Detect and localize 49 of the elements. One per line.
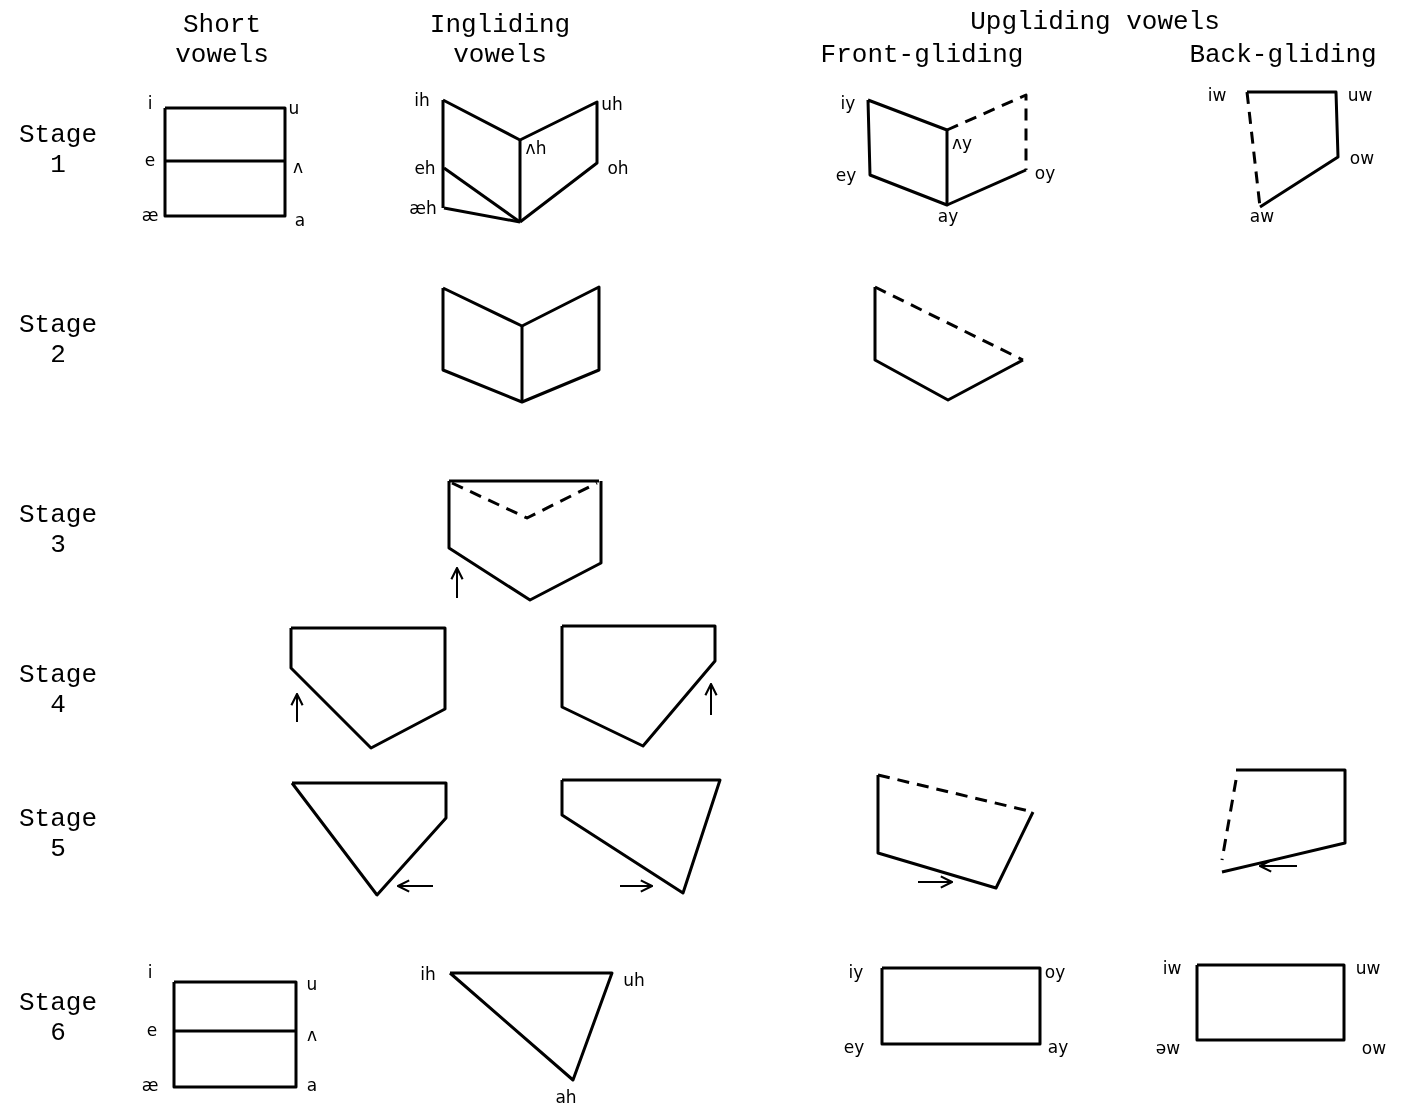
vowel-label: æh	[409, 198, 437, 218]
vowel-label: aw	[1249, 206, 1275, 226]
vowel-label: əw	[1155, 1038, 1181, 1058]
vowel-label: uh	[623, 970, 645, 990]
vowel-label: ay	[937, 206, 959, 226]
vowel-label: uh	[601, 94, 623, 114]
column-heading: Front-gliding	[820, 40, 1024, 70]
vowel-label: u	[306, 974, 318, 994]
vowel-label: ah	[555, 1087, 577, 1106]
stage-label: Stage 5	[18, 804, 98, 864]
vowel-label: i	[147, 93, 153, 113]
vowel-label: e	[144, 150, 156, 170]
stage-label: Stage 6	[18, 988, 98, 1048]
vowel-label: iw	[1207, 85, 1227, 105]
vowel-label: ʌ	[292, 157, 304, 177]
stage-label: Stage 4	[18, 660, 98, 720]
vowel-label: oy	[1044, 962, 1066, 982]
vowel-label: ow	[1349, 148, 1375, 168]
vowel-label: uw	[1347, 85, 1373, 105]
vowel-label: ʌh	[525, 138, 547, 158]
vowel-label: a	[306, 1075, 318, 1095]
vowel-label: ih	[414, 90, 430, 110]
vowel-label: eh	[414, 158, 436, 178]
vowel-label: ih	[420, 964, 436, 984]
vowel-label: æ	[141, 1075, 159, 1095]
vowel-label: ʌ	[306, 1025, 318, 1045]
vowel-label: ʌy	[951, 133, 973, 153]
vowel-label: iw	[1162, 958, 1182, 978]
vowel-label: e	[146, 1020, 158, 1040]
vowel-label: uw	[1355, 958, 1381, 978]
vowel-label: i	[147, 962, 153, 982]
vowel-label: iy	[840, 93, 856, 113]
column-heading: Back-gliding	[1189, 40, 1377, 70]
vowel-label: ey	[843, 1037, 865, 1057]
vowel-label: æ	[141, 205, 159, 225]
stage-label: Stage 2	[18, 310, 98, 370]
vowel-label: a	[294, 210, 306, 230]
vowel-label: ey	[835, 165, 857, 185]
column-heading: Ingliding vowels	[428, 10, 572, 70]
vowel-label: iy	[848, 962, 864, 982]
column-heading: Upgliding vowels	[970, 7, 1220, 37]
stage-label: Stage 1	[18, 120, 98, 180]
vowel-label: ay	[1047, 1037, 1069, 1057]
vowel-label: oh	[607, 158, 629, 178]
vowel-label: ow	[1361, 1038, 1387, 1058]
column-heading: Short vowels	[174, 10, 270, 70]
vowel-label: u	[288, 98, 300, 118]
stage-label: Stage 3	[18, 500, 98, 560]
vowel-label: oy	[1034, 163, 1056, 183]
